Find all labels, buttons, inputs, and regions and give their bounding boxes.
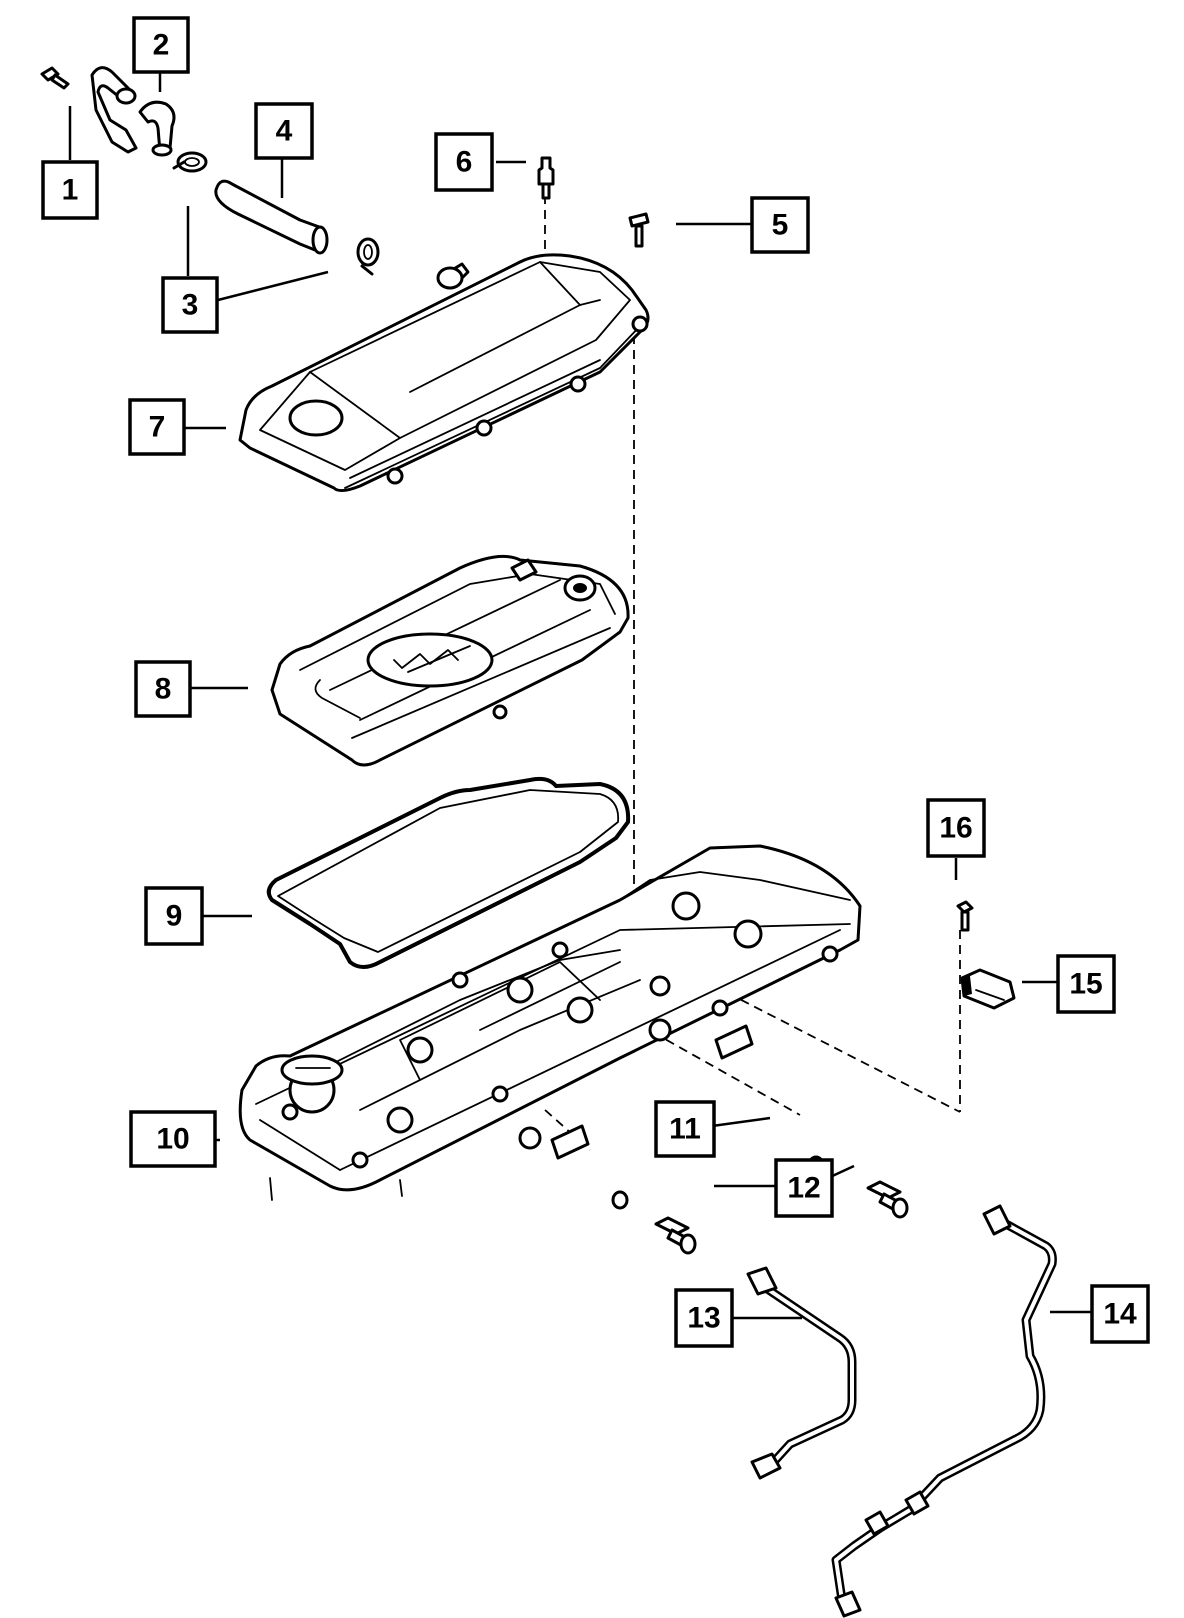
callout-2: 2 <box>132 16 190 74</box>
part-13-wire <box>746 1266 857 1480</box>
part-9-gasket <box>266 776 631 969</box>
callout-13-label: 13 <box>687 1302 720 1335</box>
part-2-hose-bracket <box>90 66 176 157</box>
callout-15: 15 <box>1056 954 1116 1014</box>
part-3-clamp <box>172 151 380 276</box>
callout-7: 7 <box>128 398 186 456</box>
callout-14-label: 14 <box>1103 1298 1137 1331</box>
callout-8-label: 8 <box>155 673 172 706</box>
part-1-bolt <box>40 66 70 90</box>
callout-9-label: 9 <box>166 900 183 933</box>
callout-2-label: 2 <box>153 29 170 62</box>
part-8-upper-cover <box>270 554 630 767</box>
part-4-hose <box>214 179 329 255</box>
callout-14: 14 <box>1090 1284 1150 1344</box>
callout-1-label: 1 <box>62 174 79 207</box>
part-7-engine-cover <box>238 253 650 493</box>
callout-4-label: 4 <box>276 115 293 148</box>
callout-4: 4 <box>254 102 314 160</box>
callout-8: 8 <box>134 660 192 718</box>
callout-6: 6 <box>434 132 494 192</box>
callout-6-label: 6 <box>456 146 473 179</box>
callout-10-label: 10 <box>156 1123 189 1156</box>
part-12-fittings <box>654 1180 909 1255</box>
callout-10: 10 <box>129 1110 217 1168</box>
part-14-wire <box>831 1204 1057 1618</box>
part-10-base-carrier <box>238 844 862 1201</box>
callout-3: 3 <box>161 276 219 334</box>
leader-lines <box>68 72 1092 1320</box>
callout-16-label: 16 <box>939 812 972 845</box>
part-6-stud <box>537 156 555 200</box>
callout-12-label: 12 <box>787 1172 820 1205</box>
callout-5: 5 <box>750 196 810 254</box>
callout-11-label: 11 <box>669 1113 701 1146</box>
part-5-bolt <box>628 212 650 248</box>
part-15-sensor <box>960 968 1016 1010</box>
callout-9: 9 <box>144 886 204 946</box>
callout-5-label: 5 <box>772 209 789 242</box>
callout-7-label: 7 <box>149 411 166 444</box>
callout-12: 12 <box>774 1158 834 1218</box>
callout-3-label: 3 <box>182 289 199 322</box>
callout-13: 13 <box>674 1288 734 1348</box>
callout-11: 11 <box>654 1100 716 1158</box>
callout-15-label: 15 <box>1069 968 1102 1001</box>
callout-16: 16 <box>926 798 986 858</box>
part-16-screw <box>956 900 974 932</box>
callout-1: 1 <box>41 160 99 220</box>
